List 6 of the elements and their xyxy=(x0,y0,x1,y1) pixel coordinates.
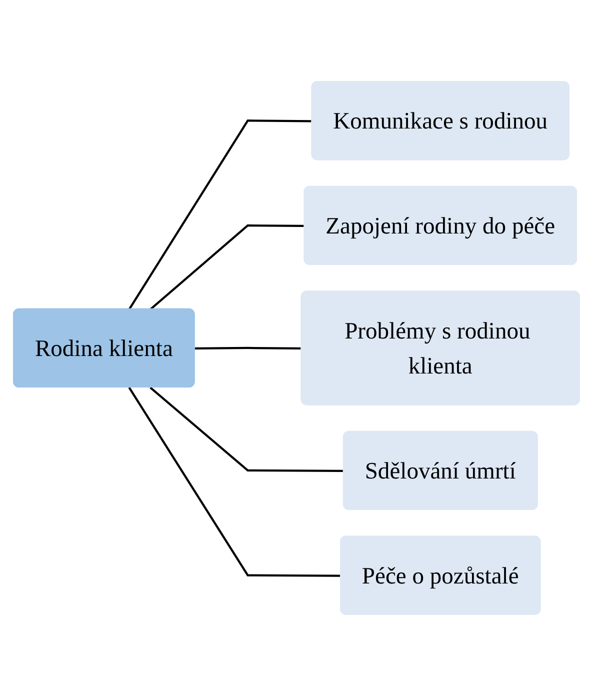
connector xyxy=(150,224,305,310)
connector xyxy=(194,346,302,350)
connector xyxy=(128,119,312,310)
connector xyxy=(150,386,344,472)
connector xyxy=(128,386,342,576)
diagram: Rodina klienta Komunikace s rodinou Zapojení rodiny do péče Problémy s rodinou klienta Sdělování úmrtí Péče o pozůstalé xyxy=(5,72,588,622)
